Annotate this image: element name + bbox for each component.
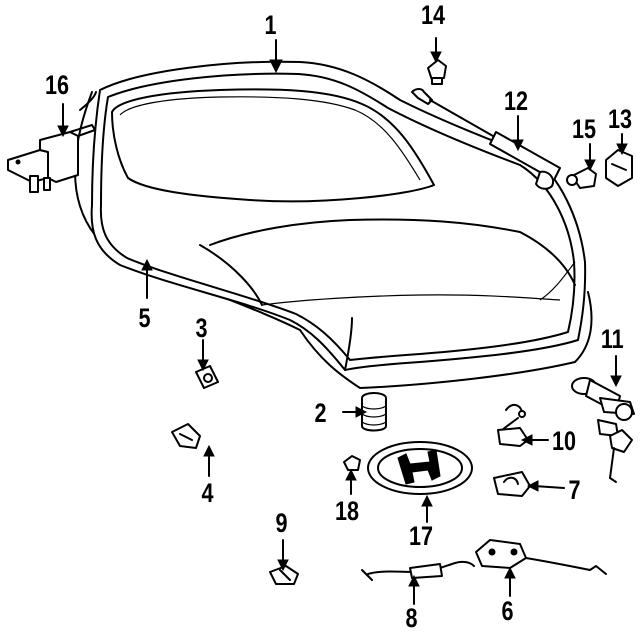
ball-stud-14-part: [427, 59, 447, 85]
callout-11: 11: [600, 324, 624, 354]
emblem-part: [367, 441, 473, 495]
bumper-part: [361, 392, 387, 432]
callout-14: 14: [421, 0, 446, 30]
callout-9: 9: [275, 508, 288, 538]
callout-5: 5: [138, 303, 151, 333]
callout-2: 2: [314, 398, 327, 428]
trunk-lid-shape: [90, 60, 587, 371]
lock-part: [475, 539, 607, 575]
weatherstrip-outline: [74, 91, 593, 389]
hinge-part: [7, 91, 97, 193]
lift-support-part: [411, 88, 561, 190]
grommet-part: [343, 455, 361, 471]
callout-13: 13: [608, 104, 633, 134]
stopper-part: [195, 365, 219, 389]
callout-17: 17: [409, 521, 434, 551]
ball-stud-15-part: [566, 167, 597, 189]
switch-part: [497, 404, 529, 447]
callout-12: 12: [504, 86, 529, 116]
lock-cylinder-part: [571, 377, 635, 483]
callout-4: 4: [201, 478, 214, 508]
callout-10: 10: [552, 426, 577, 456]
callout-8: 8: [405, 603, 418, 633]
clip-part: [171, 423, 201, 449]
callout-15: 15: [572, 114, 597, 144]
callout-7: 7: [568, 475, 581, 505]
callout-1: 1: [264, 10, 277, 40]
callout-6: 6: [501, 596, 514, 626]
callout-18: 18: [335, 496, 360, 526]
leader-lines: [57, 37, 628, 605]
cap-part: [605, 149, 633, 187]
release-cable-part: [361, 560, 475, 581]
callout-3: 3: [195, 313, 208, 343]
striker-part: [493, 471, 531, 497]
callout-16: 16: [45, 70, 70, 100]
